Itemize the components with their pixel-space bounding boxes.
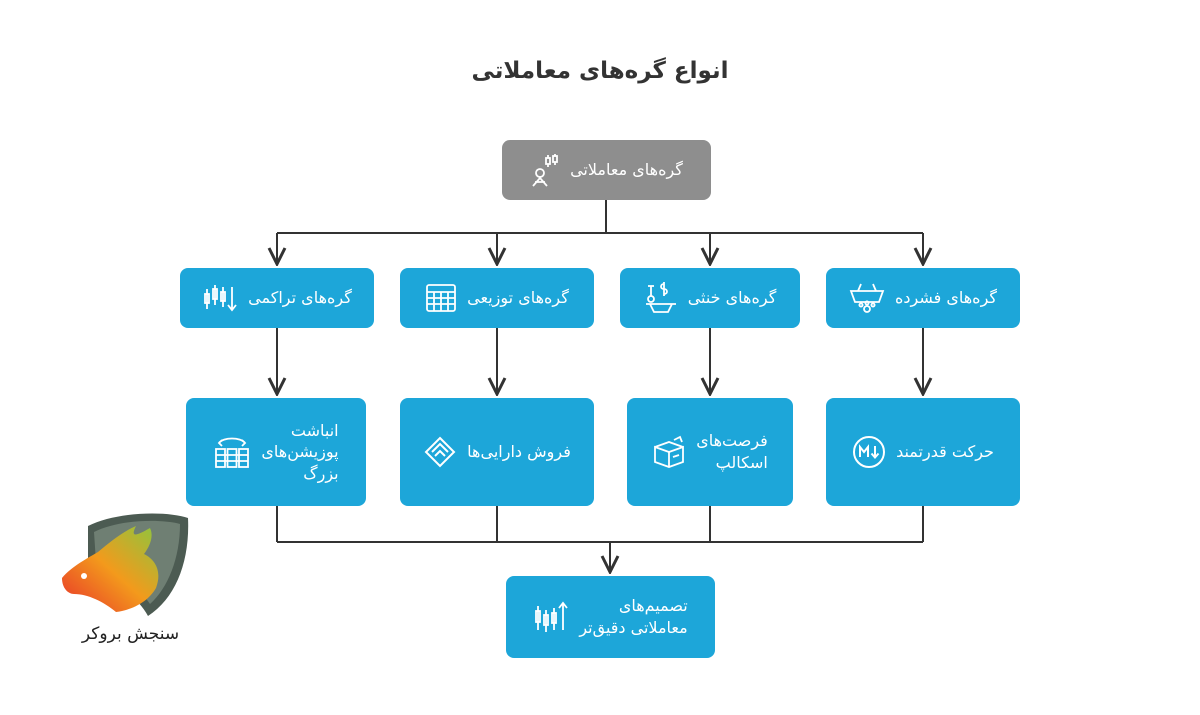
effect-label: حرکت قدرتمند (896, 442, 994, 462)
effect-node-scalp: فرصت‌های اسکالپ (627, 398, 793, 506)
open-box-icon (652, 435, 686, 469)
effect-label: فروش دارایی‌ها (467, 442, 571, 462)
type-label: گره‌های خنثی (687, 288, 777, 308)
type-node-accumulation: گره‌های تراکمی (180, 268, 374, 328)
spreadsheet-grid-icon (425, 283, 457, 313)
effect-label: فرصت‌های اسکالپ (696, 431, 768, 472)
candlestick-up-arrow-icon (533, 600, 569, 634)
type-node-distribution: گره‌های توزیعی (400, 268, 594, 328)
effect-label: انباشت پوزیشن‌های بزرگ (261, 420, 339, 483)
effect-node-strong-move: حرکت قدرتمند (826, 398, 1020, 506)
type-node-compressed: گره‌های فشرده (826, 268, 1020, 328)
type-label: گره‌های تراکمی (248, 288, 352, 308)
result-node: تصمیم‌های معاملاتی دقیق‌تر (506, 576, 715, 658)
result-label: تصمیم‌های معاملاتی دقیق‌تر (579, 596, 688, 637)
type-node-neutral: گره‌های خنثی (620, 268, 800, 328)
effect-node-position-accumulation: انباشت پوزیشن‌های بزرگ (186, 398, 366, 506)
effect-node-asset-sale: فروش دارایی‌ها (400, 398, 594, 506)
root-node: گره‌های معاملاتی (502, 140, 711, 200)
type-label: گره‌های فشرده (895, 288, 998, 308)
stacked-blocks-arrows-icon (213, 435, 251, 469)
candlestick-down-arrow-icon (202, 283, 238, 313)
stacked-layers-icon (423, 435, 457, 469)
type-label: گره‌های توزیعی (467, 288, 569, 308)
candlestick-person-icon (530, 153, 560, 187)
bull-shield-logo-icon (62, 513, 189, 616)
root-label: گره‌های معاملاتی (570, 160, 683, 180)
balance-scale-icon (644, 282, 678, 314)
brand-name: سنجش بروکر (81, 624, 180, 644)
markdown-down-icon (852, 435, 886, 469)
diagram-title: انواع گره‌های معاملاتی (471, 58, 729, 84)
basket-paw-icon (849, 282, 885, 314)
